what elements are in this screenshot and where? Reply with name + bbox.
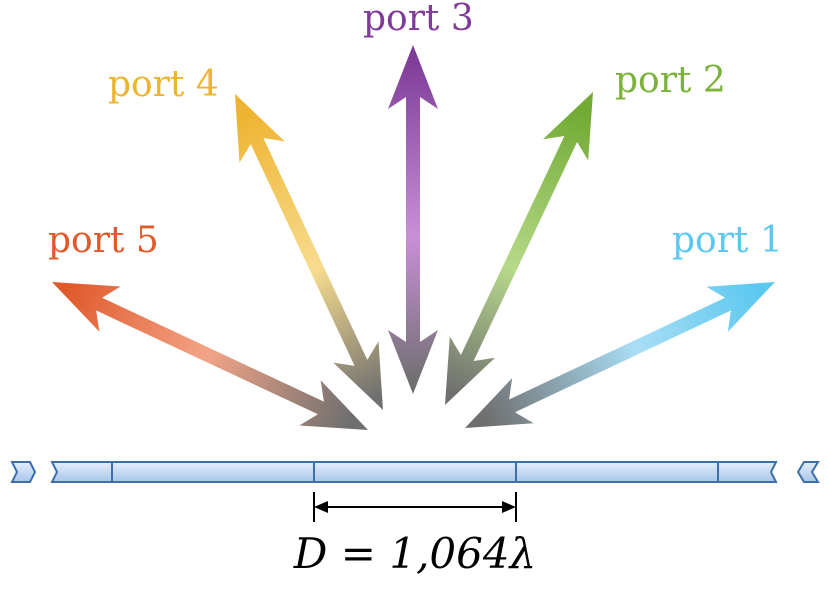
right-input-chevron bbox=[796, 461, 820, 483]
left-input-chevron bbox=[10, 461, 37, 483]
dimension-formula: D = 1,064λ bbox=[293, 529, 536, 578]
port-2-label: port 2 bbox=[615, 60, 726, 101]
port-5-label: port 5 bbox=[48, 220, 159, 261]
waveguide bbox=[10, 461, 820, 483]
dimension-marker bbox=[313, 492, 517, 522]
port-3-label: port 3 bbox=[363, 0, 474, 39]
port-1-label: port 1 bbox=[672, 220, 783, 261]
arrows-group bbox=[52, 45, 775, 430]
port-3-arrow bbox=[388, 45, 438, 394]
port-4-label: port 4 bbox=[108, 64, 219, 105]
port-5-arrow bbox=[52, 282, 368, 430]
port-2-arrow bbox=[445, 92, 593, 405]
waveguide-body bbox=[50, 461, 778, 483]
port-4-arrow bbox=[235, 94, 383, 410]
port-1-arrow bbox=[465, 282, 775, 428]
dimension-arrowhead-right bbox=[502, 501, 516, 513]
dimension-arrowhead-left bbox=[314, 501, 328, 513]
